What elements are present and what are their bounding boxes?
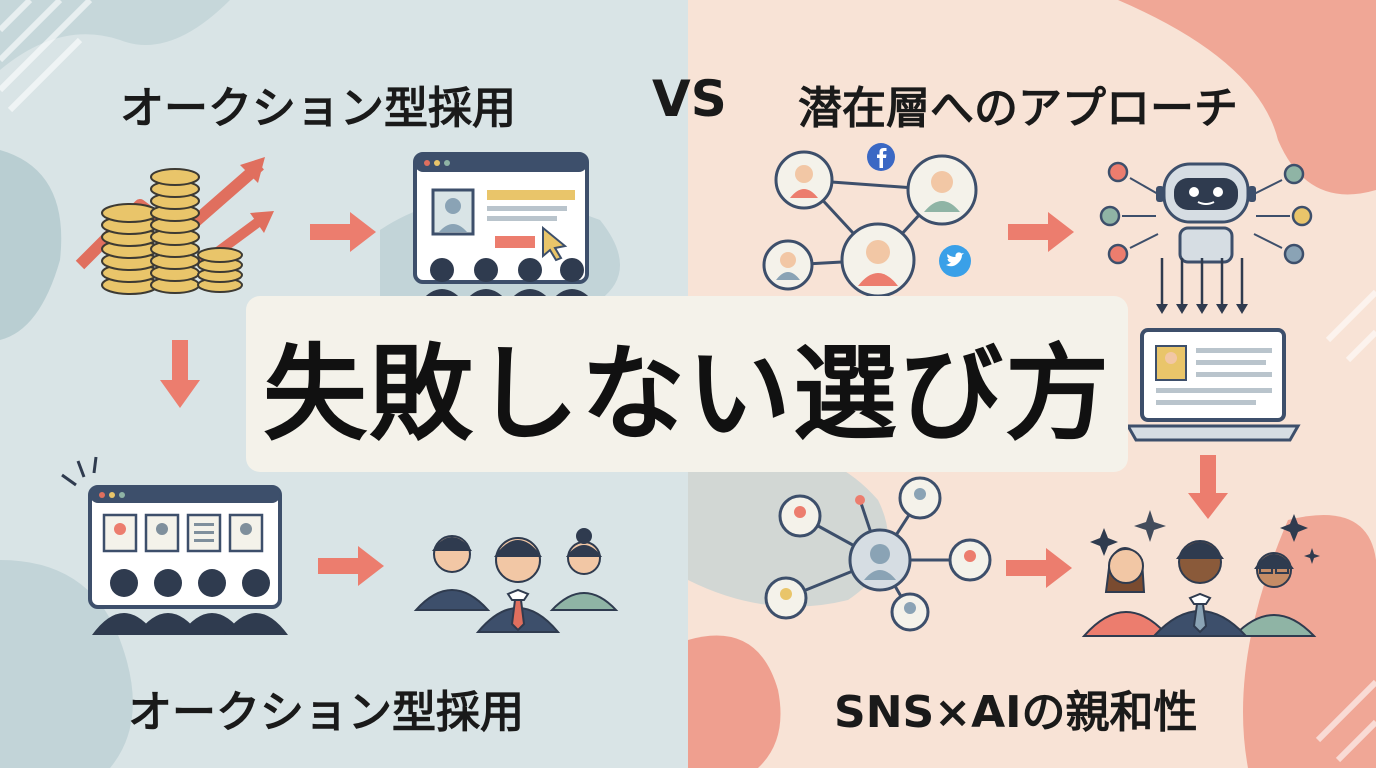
- facebook-icon: [867, 143, 895, 171]
- arrow-right-icon: [1008, 212, 1074, 252]
- laptop-icon: [1125, 328, 1301, 442]
- network-icon: [762, 150, 978, 298]
- banner-title: 失敗しない選び方: [262, 332, 1111, 455]
- title-banner: 失敗しない選び方: [246, 296, 1128, 472]
- coins-icon: [75, 157, 274, 295]
- people-icon: [413, 528, 619, 633]
- arrow-down-icon: [160, 340, 200, 408]
- ai-robot-icon: [1099, 161, 1313, 265]
- data-flow-arrows: [1156, 258, 1248, 314]
- right-bottom-title: SNS×AIの親和性: [834, 687, 1198, 738]
- left-bottom-title: オークション型採用: [128, 687, 524, 738]
- arrow-right-icon: [310, 212, 376, 252]
- twitter-icon: [939, 245, 971, 277]
- left-top-title: オークション型採用: [120, 83, 516, 134]
- team-icon: [1081, 510, 1320, 637]
- job-board-icon: [413, 152, 589, 284]
- right-top-title: 潜在層へのアプローチ: [798, 83, 1238, 134]
- right-decor: [688, 0, 1376, 768]
- vs-label: VS: [652, 70, 727, 128]
- arrow-down-icon: [1188, 455, 1228, 519]
- candidate-grid-icon: [61, 456, 288, 635]
- arrow-right-icon: [1006, 548, 1072, 588]
- arrow-right-icon: [318, 546, 384, 586]
- network-icon: [764, 476, 992, 632]
